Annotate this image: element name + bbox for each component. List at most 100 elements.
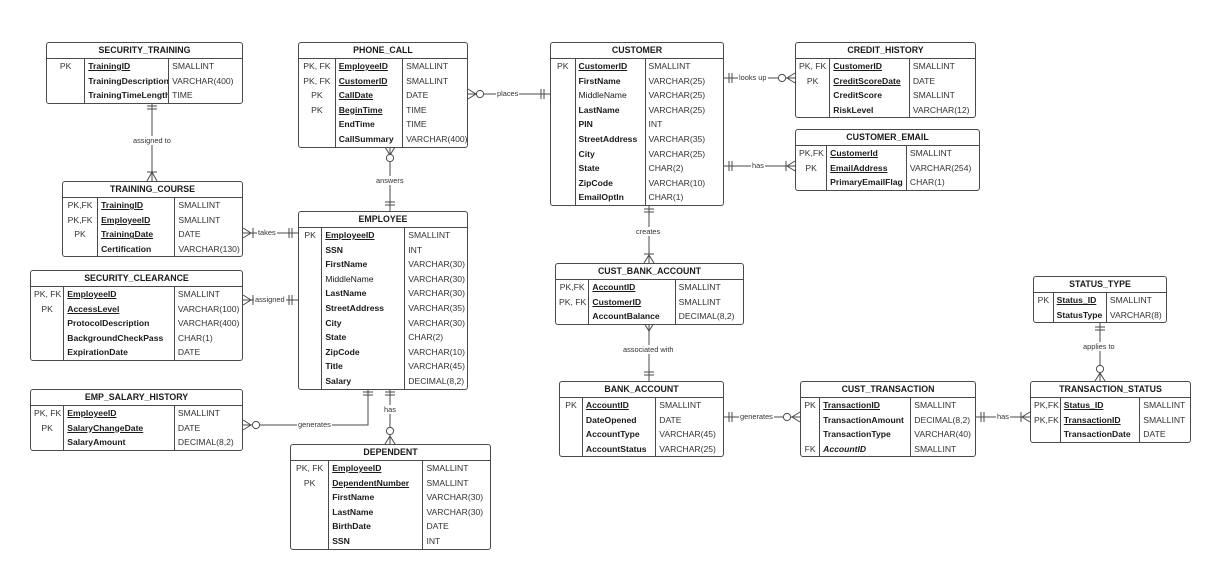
field-name: SalaryAmount [67,437,126,448]
key-cell: PK,FK [63,212,99,228]
rel-label-generates-salary: generates [297,420,332,429]
field-name: TransactionDate [1063,429,1131,440]
key-cell: PK [31,420,65,436]
field-type: VARCHAR(35) [404,300,467,316]
key-cell: PK [1034,293,1054,308]
field-type: DATE [173,420,242,436]
key-cell: PK,FK [63,198,99,213]
field-type: VARCHAR(400) [173,316,242,331]
field-name: SalaryChangeDate [67,422,144,433]
field-type: TIME [402,102,467,118]
field-name: EmployeeID [338,61,388,71]
rel-label-associated-with: associated with [622,345,675,354]
field-name: CreditScoreDate [833,75,901,86]
rel-label-takes: takes [257,228,277,237]
field-type: SMALLINT [422,461,490,476]
field-name: TrainingDate [101,229,154,240]
field-type: SMALLINT [174,212,242,228]
key-cell [551,88,576,103]
field-name: BirthDate [332,521,371,532]
key-cell [31,330,65,346]
field-type: SMALLINT [402,59,467,74]
field-name: TrainingDescription [88,75,169,86]
key-cell [801,412,821,428]
key-cell [551,73,576,89]
field-name: SSN [332,535,350,546]
field-type: SMALLINT [655,398,723,413]
key-cell [299,131,336,147]
rel-label-assigned-to: assigned to [132,136,172,145]
field-name: CallSummary [338,133,394,144]
field-type: SMALLINT [908,88,975,103]
key-cell [299,344,323,360]
field-name: MiddleName [325,273,374,284]
key-cell [299,286,323,301]
key-cell: PK, FK [31,406,65,421]
field-name: PIN [578,119,593,130]
field-type: VARCHAR(30) [422,504,490,520]
field-name: EmployeeID [332,463,382,473]
key-cell: PK [299,88,336,103]
entity-title: BANK_ACCOUNT [560,382,723,398]
field-type: DECIMAL(8,2) [674,309,743,324]
key-cell [47,73,86,89]
field-name: TransactionType [823,429,891,440]
field-type: SMALLINT [674,294,743,310]
field-name: AccountBalance [592,311,660,322]
attribute-row: ProtocolDescription VARCHAR(400) [31,316,242,331]
field-name: TrainingID [88,61,131,71]
field-name: ProtocolDescription [67,318,150,329]
key-cell: PK, FK [299,73,336,89]
attribute-row: CallSummary VARCHAR(400) [299,131,467,147]
field-name: Status_ID [1063,400,1104,410]
field-type: DATE [422,519,490,534]
field-type: VARCHAR(30) [404,286,467,301]
key-cell [1031,427,1061,442]
key-cell [551,102,576,118]
field-type: TIME [168,88,242,103]
field-type: VARCHAR(12) [908,102,975,118]
rel-label-creates: creates [635,227,662,236]
field-type: CHAR(2) [404,330,467,345]
key-cell [560,412,583,428]
field-type: VARCHAR(400) [402,131,467,147]
field-name: CustomerId [830,148,878,158]
field-type: DATE [174,227,242,242]
field-type: SMALLINT [674,280,743,295]
field-name: StatusType [1056,309,1103,320]
key-cell: PK,FK [796,146,828,161]
field-name: BackgroundCheckPass [67,332,164,343]
field-type: SMALLINT [404,228,467,243]
field-type: SMALLINT [1105,293,1166,308]
